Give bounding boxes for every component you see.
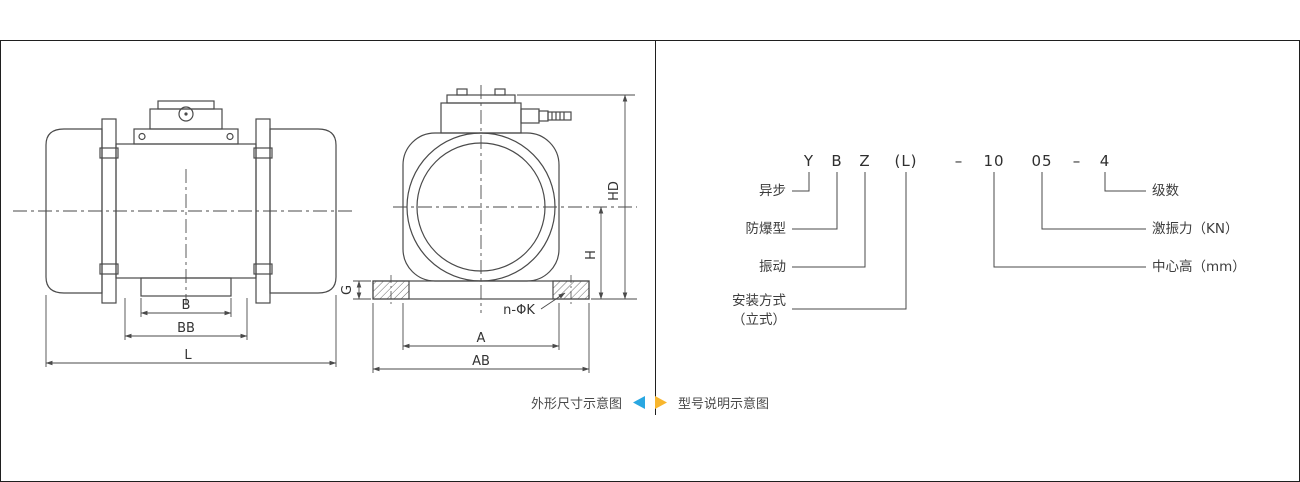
captions-row: 外形尺寸示意图 型号说明示意图 bbox=[1, 393, 1299, 412]
dim-label-n-phi-k: n-ΦK bbox=[503, 303, 535, 318]
dim-label-G: G bbox=[340, 285, 355, 295]
front-view-drawing bbox=[372, 85, 637, 313]
code-part-10: 10 bbox=[983, 152, 1004, 170]
model-diagram-caption: 型号说明示意图 bbox=[678, 397, 770, 412]
code-part-dash2: – bbox=[1073, 152, 1082, 170]
dim-label-L: L bbox=[184, 348, 192, 363]
blue-left-triangle-icon bbox=[633, 396, 645, 409]
dim-label-BB: BB bbox=[177, 321, 195, 336]
dim-label-HD: HD bbox=[607, 181, 622, 201]
outline-dimension-drawing: B BB L bbox=[13, 85, 637, 373]
code-part-B: B bbox=[831, 152, 842, 170]
panel-divider bbox=[655, 41, 656, 415]
code-part-4: 4 bbox=[1100, 152, 1111, 170]
label-explosion-proof: 防爆型 bbox=[746, 221, 787, 237]
dim-label-AB: AB bbox=[472, 354, 490, 369]
label-poles: 级数 bbox=[1152, 183, 1180, 199]
label-mounting-type-line1: 安装方式 bbox=[732, 293, 786, 309]
front-view-dimensions bbox=[353, 94, 637, 373]
diagram-frame: B BB L bbox=[0, 40, 1300, 482]
code-part-L: (L) bbox=[894, 152, 917, 170]
right-labels: 级数 激振力（KN） 中心高（mm） bbox=[1152, 183, 1246, 275]
side-view-drawing bbox=[13, 100, 353, 305]
yellow-right-triangle-icon bbox=[655, 396, 667, 409]
model-code-diagram: Y B Z (L) – 10 05 – 4 异步 防爆 bbox=[732, 152, 1246, 328]
code-part-05: 05 bbox=[1031, 152, 1052, 170]
label-excitation-force: 激振力（KN） bbox=[1152, 221, 1238, 237]
code-part-dash1: – bbox=[955, 152, 964, 170]
dim-label-H: H bbox=[584, 250, 599, 260]
label-asynchronous: 异步 bbox=[759, 183, 786, 199]
outline-drawing-caption: 外形尺寸示意图 bbox=[530, 397, 622, 412]
code-connector-lines bbox=[792, 172, 1146, 310]
label-center-height: 中心高（mm） bbox=[1152, 258, 1246, 275]
label-mounting-type-line2: （立式） bbox=[732, 312, 786, 328]
model-code: Y B Z (L) – 10 05 – 4 bbox=[803, 152, 1111, 170]
code-part-Z: Z bbox=[859, 152, 870, 170]
left-labels: 异步 防爆型 振动 安装方式 （立式） bbox=[732, 183, 786, 328]
dim-label-A: A bbox=[477, 331, 486, 346]
dim-label-B: B bbox=[182, 298, 191, 313]
side-view-dimensions bbox=[45, 295, 337, 367]
code-part-Y: Y bbox=[803, 152, 814, 170]
label-vibration: 振动 bbox=[759, 259, 786, 275]
